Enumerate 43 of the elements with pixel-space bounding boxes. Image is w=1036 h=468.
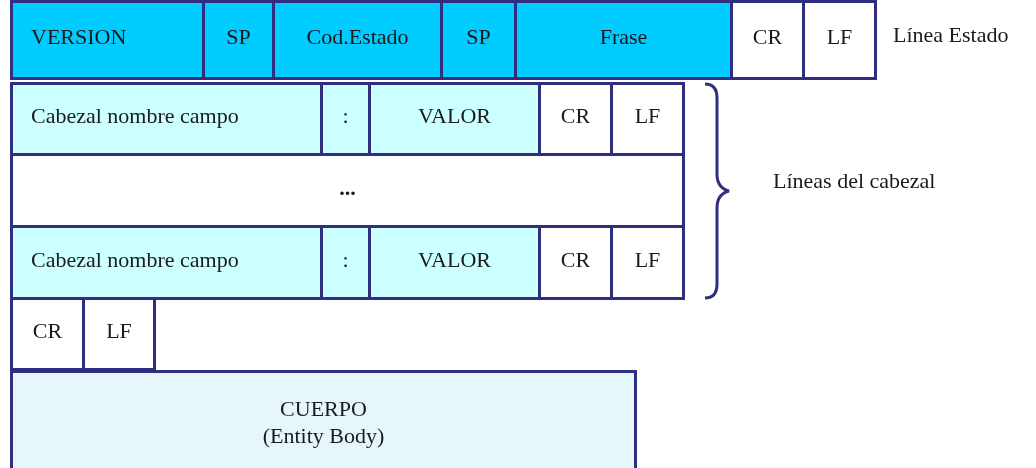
annotation-label: Líneas del cabezal <box>773 168 936 194</box>
field-cell <box>10 82 323 156</box>
field-cell <box>610 225 685 300</box>
field-cell <box>10 225 323 300</box>
field-cell <box>82 297 156 371</box>
cell-text: LF <box>634 102 661 130</box>
field-cell <box>514 0 733 80</box>
field-cell <box>272 0 443 80</box>
cell-text: VALOR <box>418 245 491 274</box>
field-cell <box>730 0 805 80</box>
cell-text: ... <box>339 173 356 202</box>
cell-text: : <box>342 245 349 274</box>
cell-text: LF <box>826 23 853 51</box>
cell-text: Cabezal nombre campo <box>31 102 239 130</box>
cell-text: CUERPO <box>280 394 367 422</box>
cell-text: SP <box>466 23 491 51</box>
field-cell <box>368 225 541 300</box>
field-cell <box>10 0 205 80</box>
cell-text: VALOR <box>418 102 491 130</box>
field-cell <box>10 297 85 371</box>
cell-text: LF <box>106 317 132 345</box>
field-cell <box>10 370 637 468</box>
cell-text: VERSION <box>31 23 127 51</box>
cell-text: CR <box>560 102 591 130</box>
field-cell <box>440 0 517 80</box>
cell-text: Frase <box>599 23 648 51</box>
field-cell <box>202 0 275 80</box>
field-cell <box>802 0 877 80</box>
field-cell <box>368 82 541 156</box>
cell-text: SP <box>226 23 251 51</box>
cell-text: Cod.Estado <box>306 23 409 51</box>
field-cell <box>10 153 685 228</box>
cell-text: CR <box>752 23 783 51</box>
cell-text: : <box>342 102 349 130</box>
annotation-label: Línea Estado <box>893 22 1009 48</box>
cell-text: (Entity Body) <box>262 422 385 450</box>
cell-text: Cabezal nombre campo <box>31 245 239 274</box>
cell-text: CR <box>32 317 63 345</box>
cell-text: CR <box>560 245 591 274</box>
cell-text: LF <box>634 245 661 274</box>
field-cell <box>320 225 371 300</box>
field-cell <box>610 82 685 156</box>
field-cell <box>320 82 371 156</box>
